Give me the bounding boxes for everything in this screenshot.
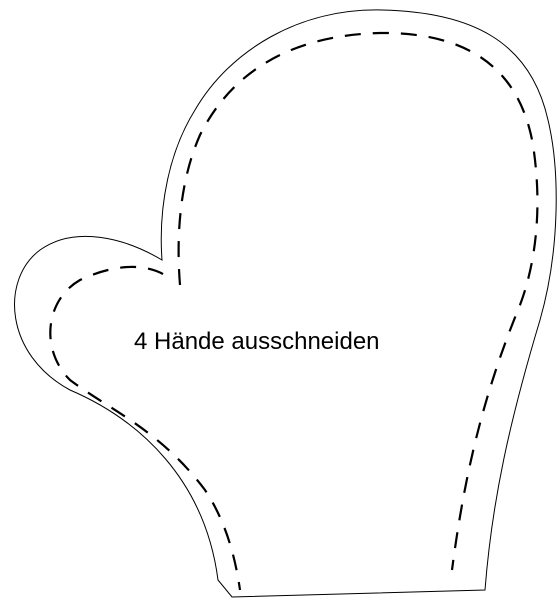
inner-seam-dashed-line xyxy=(177,31,539,571)
inner-seam-dashed-line-left xyxy=(49,265,242,591)
instruction-label: 4 Hände ausschneiden xyxy=(134,328,380,355)
outer-cut-line xyxy=(14,9,557,598)
